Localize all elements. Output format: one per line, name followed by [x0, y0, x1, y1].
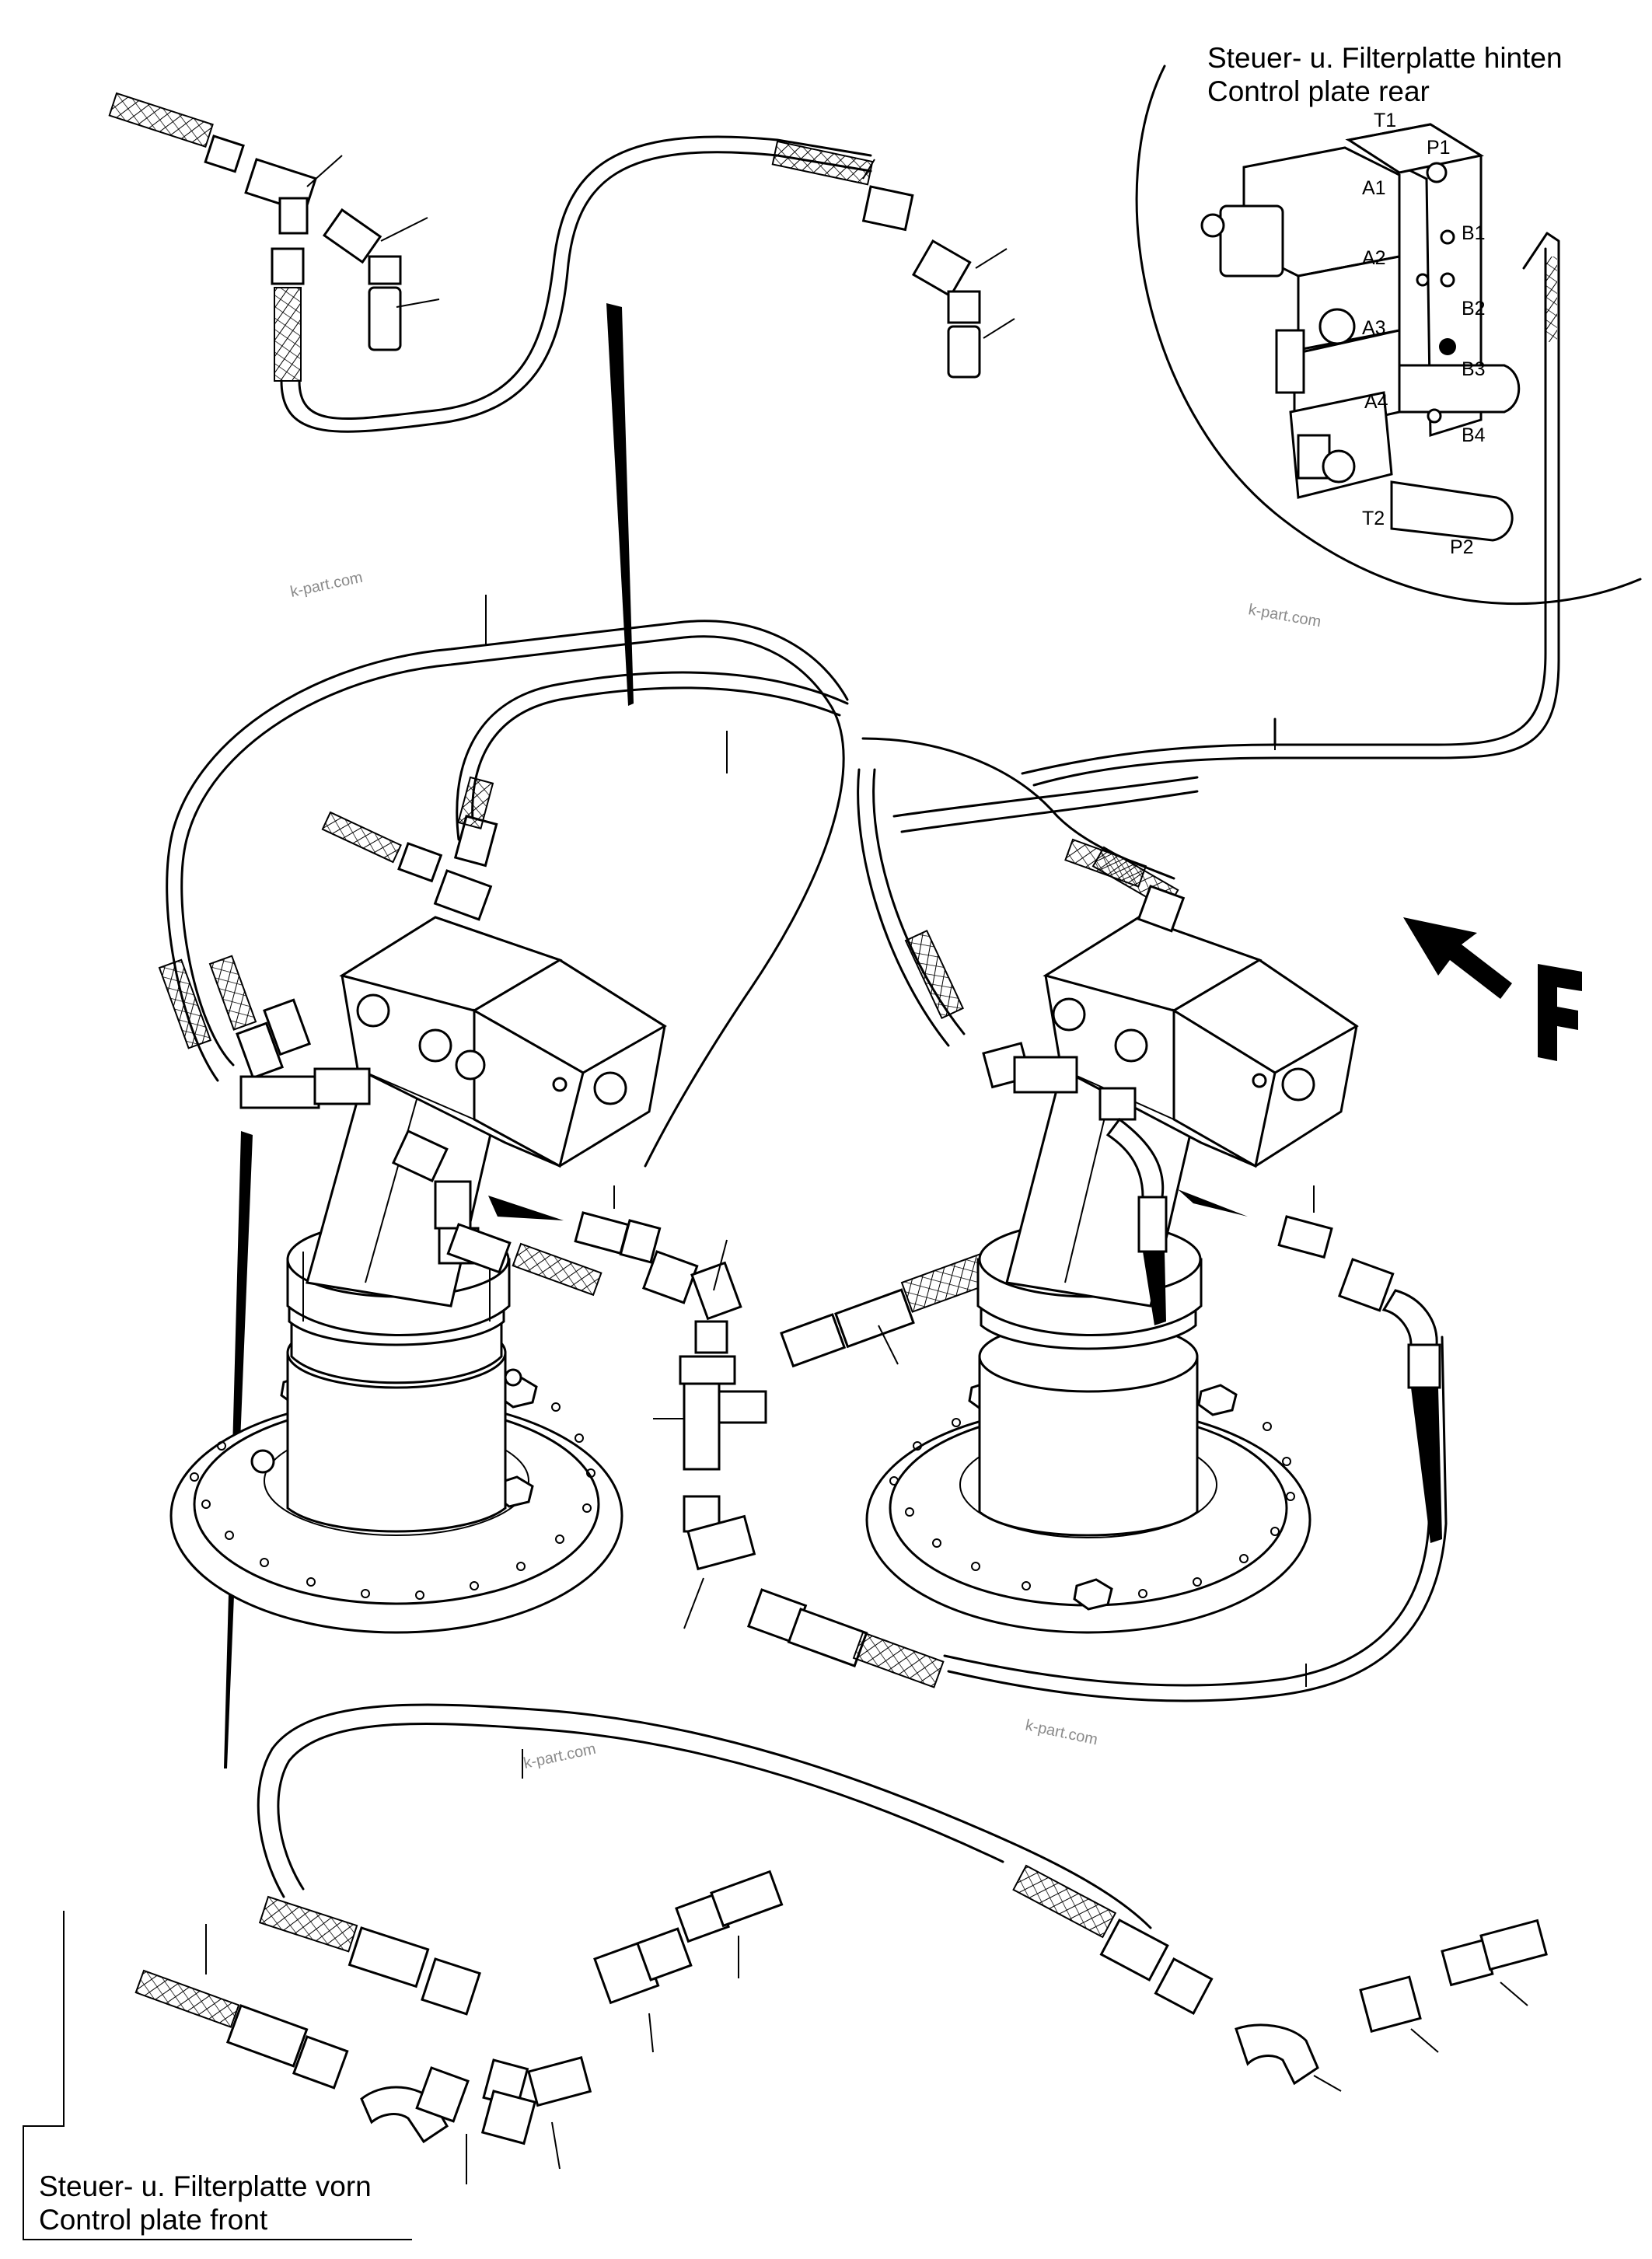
watermark: k-part.com — [522, 1741, 597, 1772]
front-control-plate-callout: Steuer- u. Filterplatte vorn Control pla… — [23, 1911, 412, 2240]
top-left-hose-assembly — [108, 92, 1015, 433]
left-motor-assembly — [158, 776, 667, 1634]
port-b2: B2 — [1462, 298, 1486, 319]
port-b3: B3 — [1462, 358, 1486, 380]
front-plate-title-de: Steuer- u. Filterplatte vorn — [39, 2170, 372, 2202]
bottom-hose-assembly — [134, 1703, 1548, 2184]
front-plate-title-en: Control plate front — [39, 2204, 268, 2236]
rear-plate-title-de: Steuer- u. Filterplatte hinten — [1207, 42, 1563, 74]
port-a3: A3 — [1362, 317, 1386, 339]
port-a1: A1 — [1362, 177, 1386, 199]
port-t2: T2 — [1362, 508, 1385, 529]
right-motor-assembly — [865, 838, 1442, 1634]
watermark: k-part.com — [1247, 601, 1322, 630]
rear-control-plate-block: T1 P1 A1 B1 A2 B2 A3 B3 A4 B4 T2 P2 — [1200, 110, 1521, 558]
port-b1: B1 — [1462, 222, 1486, 244]
direction-indicator — [1403, 917, 1582, 1061]
port-p1: P1 — [1427, 137, 1451, 159]
rear-plate-title-en: Control plate rear — [1207, 75, 1430, 107]
watermark: k-part.com — [288, 569, 364, 601]
port-b4: B4 — [1462, 424, 1486, 446]
port-p2: P2 — [1450, 536, 1474, 558]
port-t1: T1 — [1374, 110, 1396, 131]
watermark: k-part.com — [1024, 1716, 1099, 1748]
port-a4: A4 — [1364, 391, 1388, 413]
port-a2: A2 — [1362, 247, 1386, 269]
rear-control-plate-detail: Steuer- u. Filterplatte hinten Control p… — [1021, 42, 1642, 787]
